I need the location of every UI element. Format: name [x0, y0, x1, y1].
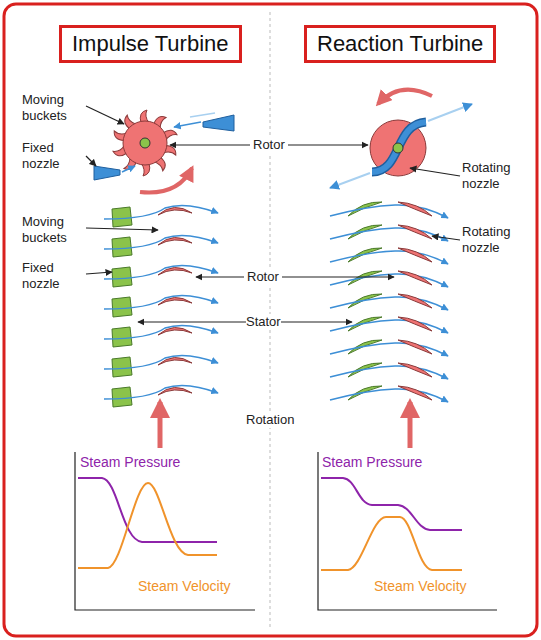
- rotation-arrow: [158, 402, 163, 448]
- chart-label: Steam Pressure: [80, 454, 180, 471]
- rotation-arrow: [140, 168, 192, 193]
- part-label: Fixed nozzle: [22, 260, 84, 291]
- chart-label: Steam Velocity: [374, 578, 467, 595]
- chart-label: Steam Velocity: [138, 578, 231, 595]
- leader-lines: [86, 106, 460, 322]
- rotation-arrow: [378, 90, 432, 104]
- part-label: Moving buckets: [22, 92, 84, 123]
- chart-label: Steam Pressure: [322, 454, 422, 471]
- reaction-blade-rows: [330, 202, 448, 402]
- heading-text: Impulse Turbine: [72, 31, 229, 57]
- impulse-rotor: [112, 110, 178, 176]
- heading-box: Impulse Turbine: [59, 25, 242, 63]
- part-label: Fixed nozzle: [22, 140, 84, 171]
- part-label: Rotating nozzle: [462, 160, 534, 191]
- impulse-blade-rows: [104, 205, 218, 407]
- part-label: Stator: [246, 314, 281, 330]
- reaction-rotor: [330, 104, 472, 188]
- rotation-arrow: [408, 402, 413, 448]
- frame: [4, 4, 537, 636]
- part-label: Moving buckets: [22, 214, 84, 245]
- part-label: Rotation: [246, 412, 294, 428]
- part-label: Rotating nozzle: [462, 224, 534, 255]
- part-label: Rotor: [247, 269, 279, 285]
- part-label: Rotor: [253, 137, 285, 153]
- heading-box: Reaction Turbine: [304, 25, 496, 63]
- fixed-nozzle: [94, 113, 234, 180]
- heading-text: Reaction Turbine: [317, 31, 483, 57]
- pressure-velocity-chart: [75, 452, 497, 610]
